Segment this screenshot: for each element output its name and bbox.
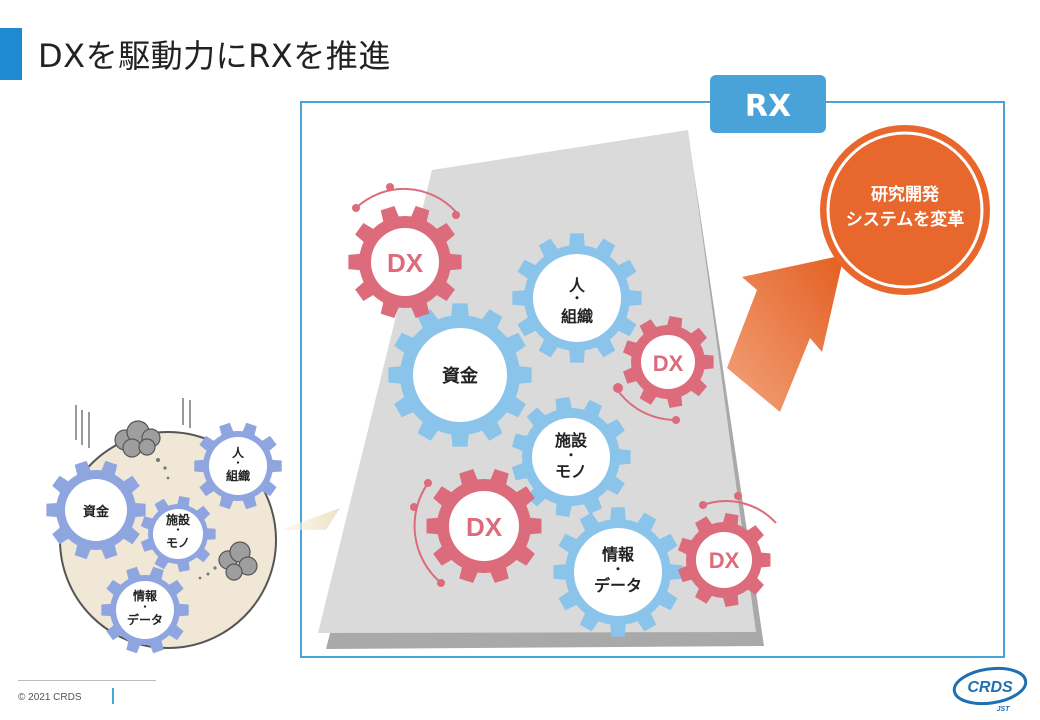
dust-dots bbox=[156, 458, 217, 580]
dust-cloud-bottom bbox=[218, 541, 258, 581]
small-gear-joho-hub bbox=[116, 581, 174, 639]
fall-lines bbox=[75, 398, 191, 448]
page-title: DXを駆動力にRXを推進 bbox=[38, 37, 391, 75]
small-gear-shisetsu-hub bbox=[153, 509, 203, 559]
gear-hito-line2: 組織 bbox=[561, 307, 593, 326]
big-gear-labels: 人 ・ 組織 資金 施設 ・ モノ 情報 ・ データ bbox=[442, 276, 642, 595]
gear-shisetsu-line2: モノ bbox=[555, 462, 587, 481]
dx-label-2: DX bbox=[653, 351, 684, 376]
small-gear-shikin-hub bbox=[65, 479, 127, 541]
dx-orbits bbox=[355, 187, 777, 584]
small-joho-line1: 情報 bbox=[133, 588, 158, 603]
dx-gears bbox=[348, 206, 771, 607]
title-accent-bar bbox=[0, 28, 22, 80]
gear-joho-hub bbox=[574, 528, 662, 616]
arrow bbox=[727, 255, 844, 412]
small-joho-line2: データ bbox=[127, 612, 163, 627]
dx-labels: DX DX DX DX bbox=[387, 248, 740, 573]
dust-cloud-top bbox=[114, 420, 161, 458]
dx-label-4: DX bbox=[709, 548, 740, 573]
goal-ring bbox=[826, 131, 984, 289]
gear-hito-dot: ・ bbox=[571, 291, 583, 305]
small-hito-dot: ・ bbox=[233, 459, 242, 469]
dx-gear-2-hub bbox=[641, 335, 695, 389]
gear-shisetsu-dot: ・ bbox=[565, 448, 577, 462]
goal-circle bbox=[820, 125, 990, 295]
small-hito-line2: 組織 bbox=[226, 468, 250, 483]
small-shisetsu-dot: ・ bbox=[173, 526, 182, 536]
zoom-cone bbox=[280, 508, 340, 530]
footer-rule bbox=[18, 680, 156, 681]
small-gear-labels: 人 ・ 組織 資金 施設 ・ モノ 情報 ・ データ bbox=[83, 445, 250, 627]
dx-gear-1-hub bbox=[371, 228, 439, 296]
footer-copyright: © 2021 CRDS bbox=[18, 692, 82, 703]
gear-shikin: 資金 bbox=[442, 365, 479, 387]
rx-frame bbox=[300, 101, 1005, 658]
dx-gear-4-hub bbox=[696, 532, 752, 588]
goal-line2: システムを変革 bbox=[846, 209, 965, 230]
gear-shisetsu-hub bbox=[532, 418, 610, 496]
crds-logo: CRDS JST bbox=[952, 666, 1028, 713]
goal-line1: 研究開発 bbox=[871, 184, 940, 205]
small-shikin: 資金 bbox=[83, 504, 110, 520]
dx-orbit-dots bbox=[352, 183, 742, 587]
small-joho-dot: ・ bbox=[140, 603, 149, 613]
small-gears bbox=[46, 422, 282, 654]
small-shisetsu-line1: 施設 bbox=[166, 512, 191, 527]
gear-joho-line2: データ bbox=[594, 576, 642, 595]
big-gears bbox=[388, 233, 683, 637]
dx-gear-3-hub bbox=[449, 491, 519, 561]
rx-label-box bbox=[710, 75, 826, 133]
gear-hito-line1: 人 bbox=[569, 276, 586, 295]
footer-separator bbox=[112, 688, 114, 704]
gear-shisetsu-line1: 施設 bbox=[555, 431, 588, 450]
small-shisetsu-line2: モノ bbox=[166, 536, 190, 550]
logo-sub: JST bbox=[997, 706, 1011, 713]
gear-joho-dot: ・ bbox=[612, 562, 624, 576]
gear-joho-line1: 情報 bbox=[602, 545, 635, 564]
rx-label: RX bbox=[745, 89, 791, 124]
dx-label-1: DX bbox=[387, 248, 424, 278]
small-hito-line1: 人 bbox=[232, 445, 245, 460]
gear-hito-hub bbox=[533, 254, 621, 342]
gear-shikin-hub bbox=[413, 328, 507, 422]
small-gear-hito-hub bbox=[209, 437, 267, 495]
logo-main: CRDS bbox=[967, 679, 1013, 696]
dx-label-3: DX bbox=[466, 512, 503, 542]
